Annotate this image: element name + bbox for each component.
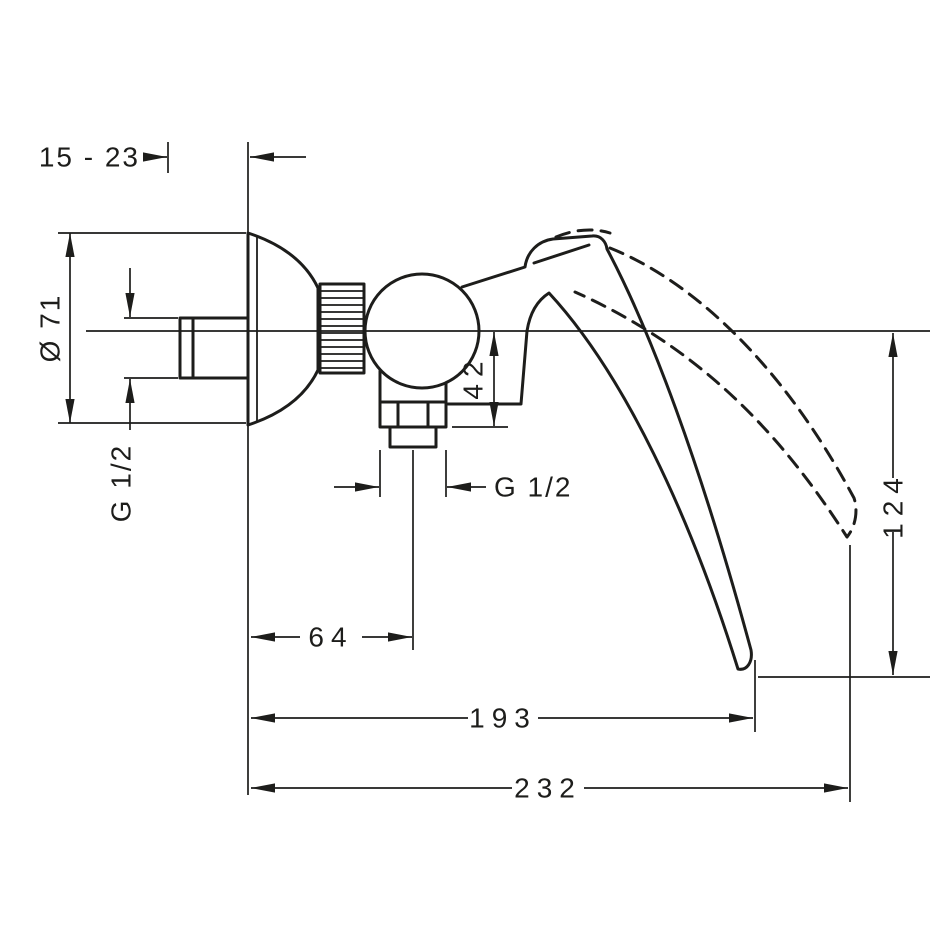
- dim-wall-depth: 15 - 23: [39, 142, 306, 173]
- lever-handle-alt-position: [554, 228, 858, 539]
- escutcheon: [246, 231, 320, 427]
- dim-inlet-thread: G 1/2: [106, 268, 178, 522]
- union-nut: [318, 282, 366, 375]
- dim-center-to-outlet: 42: [452, 332, 508, 428]
- dim-wall-to-lever-tip: 193: [251, 660, 756, 734]
- dim-outlet-thread: G 1/2: [334, 450, 572, 503]
- dim-diameter-extensions: [58, 232, 246, 424]
- outlet-thread-label: G 1/2: [494, 472, 572, 503]
- mixer-outline: [178, 228, 858, 671]
- center-to-outlet-label: 42: [458, 354, 489, 399]
- escutcheon-diameter-label: Ø 71: [35, 294, 66, 363]
- reference-lines: [86, 142, 930, 795]
- dim-escutcheon-diameter: Ø 71: [35, 232, 246, 424]
- union-nut-knurling: [319, 290, 365, 369]
- valve-body-sphere: [363, 272, 481, 390]
- dim-lever-drop-height: 124: [758, 333, 930, 678]
- dim-inlet-extensions: [124, 317, 178, 379]
- inlet-thread-label: G 1/2: [106, 444, 137, 522]
- valve-body: [446, 234, 753, 671]
- supply-pipe: [178, 316, 250, 380]
- lever-drop-height-label: 124: [878, 471, 909, 539]
- dim-wall-to-outlet: 64: [251, 450, 414, 653]
- dim-outlet-extensions: [379, 450, 447, 497]
- wall-depth-label: 15 - 23: [39, 142, 140, 173]
- wall-to-outlet-label: 64: [308, 622, 353, 653]
- max-projection-label: 232: [514, 773, 582, 804]
- wall-to-lever-tip-label: 193: [469, 703, 537, 734]
- outlet: [378, 369, 448, 449]
- dim-max-projection: 232: [251, 545, 851, 804]
